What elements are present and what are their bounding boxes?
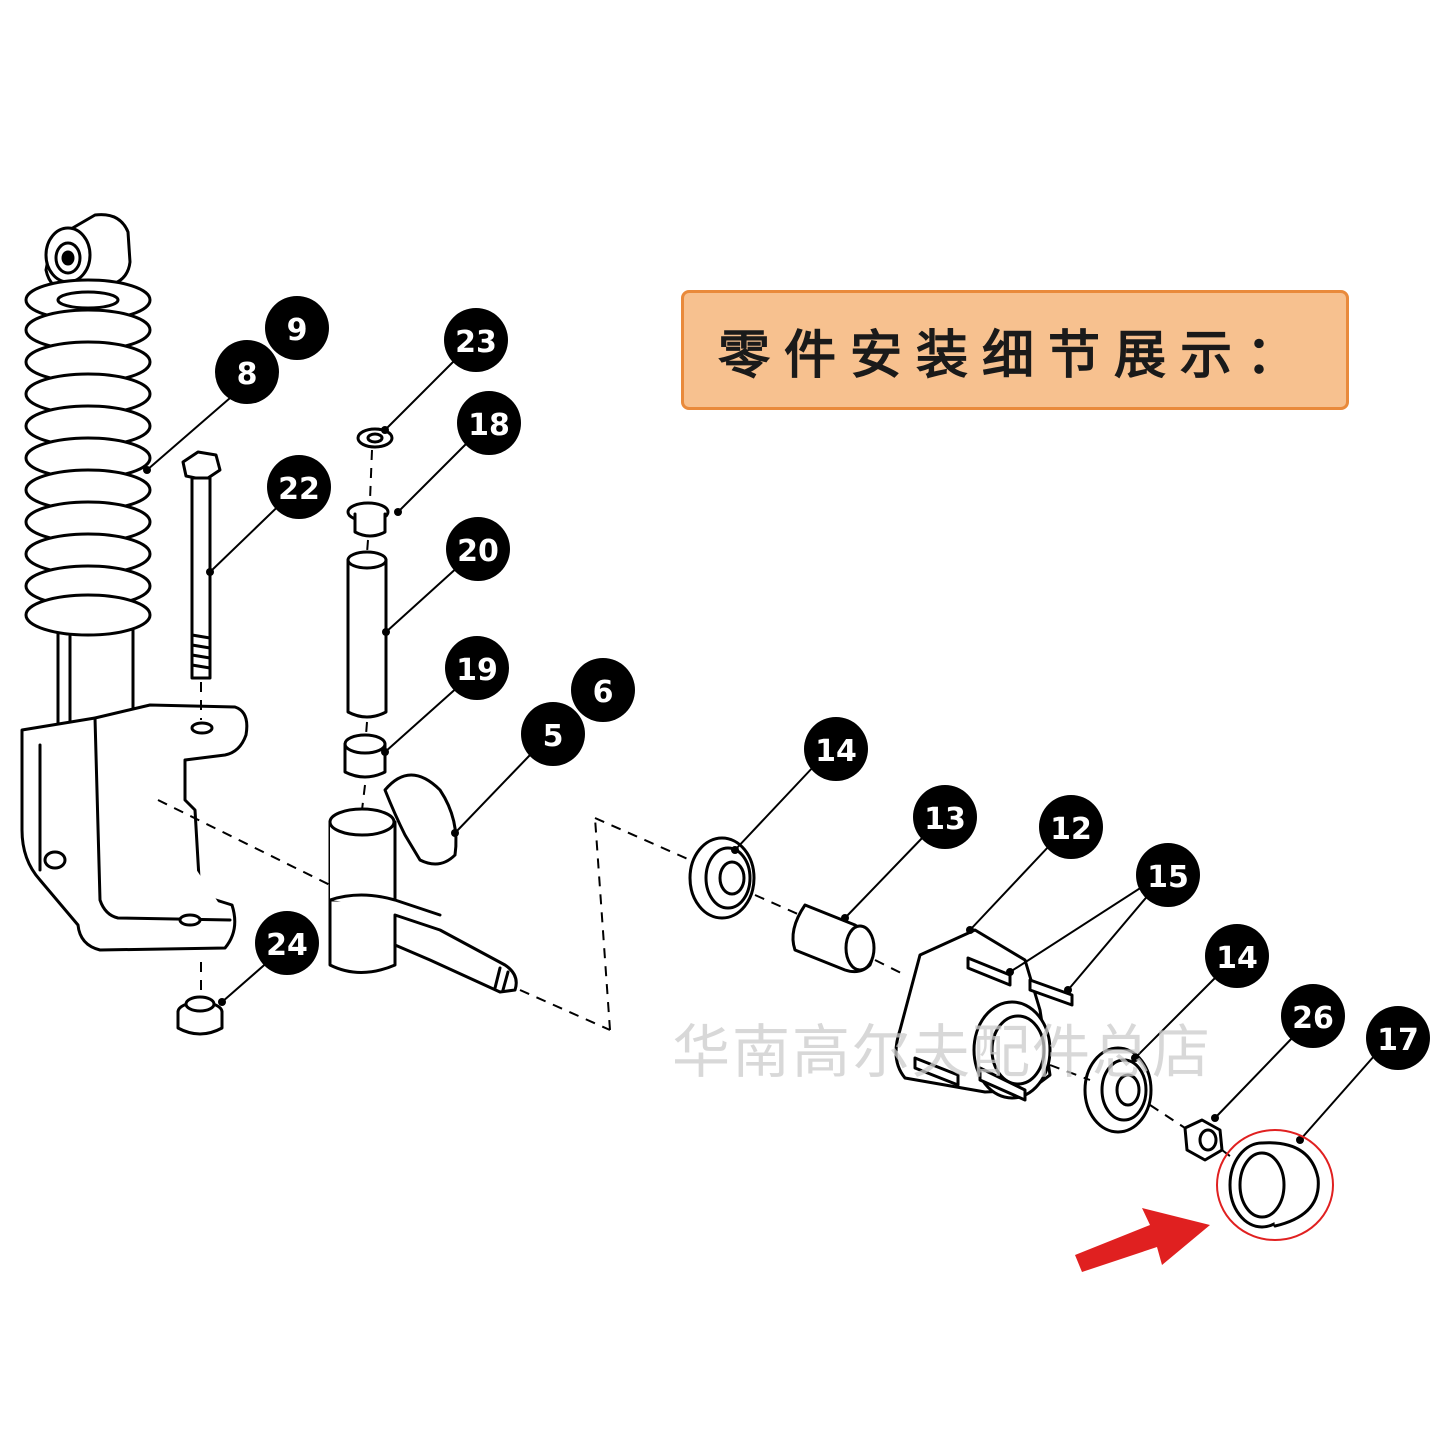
callout-9: 9 [265, 296, 329, 360]
callout-label: 23 [455, 325, 497, 360]
callout-19: 19 [445, 636, 509, 700]
callout-label: 26 [1292, 1001, 1334, 1036]
callout-label: 9 [287, 313, 308, 348]
callout-23: 23 [444, 308, 508, 372]
callout-18: 18 [457, 391, 521, 455]
callout-label: 18 [468, 408, 510, 443]
arrow-right-up-icon [1075, 1208, 1210, 1272]
highlight-circle [1216, 1129, 1334, 1241]
callout-17: 17 [1366, 1006, 1430, 1070]
callout-12: 12 [1039, 795, 1103, 859]
callout-26: 26 [1281, 984, 1345, 1048]
store-watermark: 华南高尔夫配件总店 [672, 1018, 1213, 1086]
callout-label: 14 [1216, 941, 1258, 976]
shock-absorber [24, 213, 152, 752]
callout-label: 20 [457, 534, 499, 569]
bushing-18 [346, 501, 390, 538]
callout-label: 14 [815, 734, 857, 769]
mounting-bracket [20, 703, 249, 952]
bolt-22 [181, 450, 222, 680]
callout-14-outer: 14 [1205, 924, 1269, 988]
callout-6: 6 [571, 658, 635, 722]
spindle-knuckle [328, 773, 518, 994]
callout-label: 24 [266, 928, 308, 963]
banner-title: 零件安装细节展示： [717, 324, 1312, 386]
callout-24: 24 [255, 911, 319, 975]
callout-label: 12 [1050, 812, 1092, 847]
callout-label: 22 [278, 472, 320, 507]
callout-15: 15 [1136, 843, 1200, 907]
callout-13: 13 [913, 785, 977, 849]
callout-22: 22 [267, 455, 331, 519]
bushing-19 [343, 733, 387, 779]
callout-20: 20 [446, 517, 510, 581]
callout-label: 17 [1377, 1023, 1419, 1058]
callout-label: 6 [593, 675, 614, 710]
callout-8: 8 [215, 340, 279, 404]
sleeve-13 [791, 903, 876, 974]
bearing-14-inner [688, 836, 756, 920]
spacer-tube-20 [346, 550, 388, 719]
callout-label: 5 [543, 719, 564, 754]
callout-label: 13 [924, 802, 966, 837]
callout-5: 5 [521, 702, 585, 766]
callout-label: 15 [1147, 860, 1189, 895]
callout-label: 8 [237, 357, 258, 392]
nut-24 [176, 995, 224, 1036]
callout-14-inner: 14 [804, 717, 868, 781]
bearing-14-outer [1083, 1046, 1153, 1134]
callout-label: 19 [456, 653, 498, 688]
coil-spring [24, 278, 152, 637]
title-banner: 零件安装细节展示： [681, 290, 1349, 410]
dust-cap-17 [1228, 1141, 1320, 1229]
nut-26 [1183, 1118, 1224, 1162]
